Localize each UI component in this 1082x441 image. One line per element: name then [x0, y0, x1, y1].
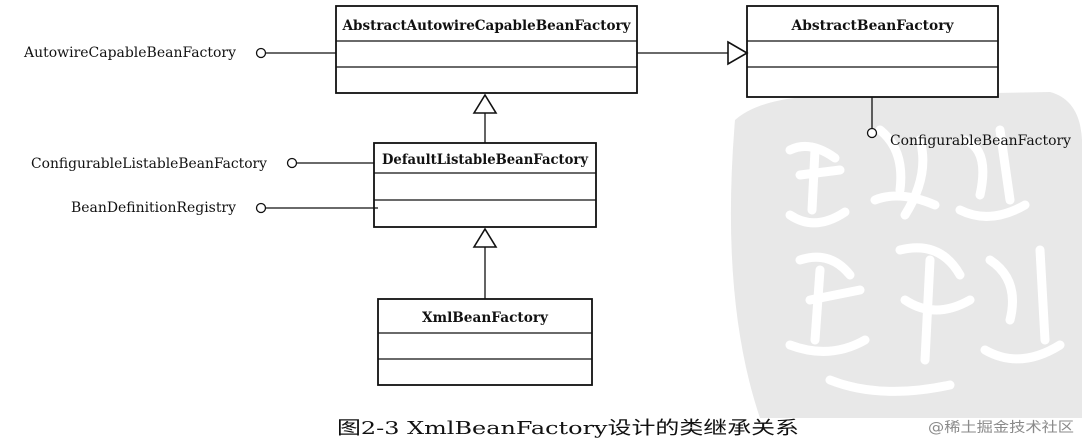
class-name-abstract-bean: AbstractBeanFactory [791, 18, 955, 34]
interface-lollipop-icon [255, 47, 267, 59]
class-abstract-autowire-capable-bean-factory: AbstractAutowireCapableBeanFactory [335, 5, 638, 94]
seal-watermark [730, 92, 1082, 418]
class-name-abstract-autowire: AbstractAutowireCapableBeanFactory [342, 18, 632, 34]
interface-label-configurable-listable: ConfigurableListableBeanFactory [31, 156, 267, 172]
class-name-default-listable: DefaultListableBeanFactory [382, 152, 589, 168]
inheritance-arrowhead [727, 40, 749, 66]
interface-bean-definition-registry: BeanDefinitionRegistry [71, 200, 378, 216]
inheritance-arrowhead [472, 93, 498, 114]
figure-caption: 图2-3 XmlBeanFactory设计的类继承关系 [337, 418, 799, 439]
inheritance-default-listable-to-autowire [472, 93, 498, 143]
interface-label-bean-definition-registry: BeanDefinitionRegistry [71, 200, 236, 216]
interface-lollipop-icon [255, 202, 267, 214]
interface-configurable-bean-factory: ConfigurableBeanFactory [866, 97, 1071, 149]
interface-label-configurable: ConfigurableBeanFactory [890, 133, 1071, 149]
class-abstract-bean-factory: AbstractBeanFactory [746, 5, 999, 98]
interface-label-autowire-capable: AutowireCapableBeanFactory [23, 45, 236, 61]
interface-lollipop-icon [286, 157, 298, 169]
inheritance-autowire-to-abstract-bean [637, 40, 749, 66]
inheritance-arrowhead [472, 227, 498, 248]
watermark-text: @稀土掘金技术社区 [928, 420, 1074, 436]
interface-configurable-listable-bean-factory: ConfigurableListableBeanFactory [31, 156, 374, 172]
inheritance-xml-to-default-listable [472, 227, 498, 299]
class-default-listable-bean-factory: DefaultListableBeanFactory [373, 142, 597, 228]
interface-autowire-capable-bean-factory: AutowireCapableBeanFactory [23, 45, 336, 61]
class-name-xml-bean: XmlBeanFactory [422, 310, 549, 326]
class-xml-bean-factory: XmlBeanFactory [377, 298, 593, 386]
interface-lollipop-icon [866, 127, 878, 139]
